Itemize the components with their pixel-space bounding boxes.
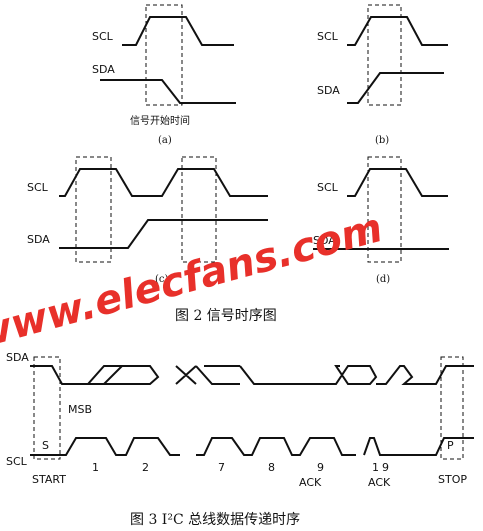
panel-d-sda-label: SDA [313,234,336,247]
panel-d: SCL SDA (d) [313,156,449,285]
watermark: www.elecfans.com [0,205,387,358]
bus-timing: SDA SCL MSB S START P STOP 1 2 7 8 9 1 9… [6,351,474,489]
panel-c-dashed-window-1 [75,156,112,263]
panel-d-scl-label: SCL [317,181,339,194]
bus-start-symbol: S [42,439,49,452]
panel-c: SCL SDA (c) [27,156,268,285]
panel-b-sda-wave [347,72,444,104]
figure2-caption: 图 2 信号时序图 [175,308,277,324]
panel-a-note: 信号开始时间 [130,114,190,127]
panel-d-tag: (d) [376,274,390,285]
bus-pulse-1: 1 [92,461,99,474]
panel-d-scl-wave [347,168,448,197]
panel-a-sda-label: SDA [92,63,115,76]
panel-a-scl-label: SCL [92,30,114,43]
panel-b-scl-wave [347,16,448,46]
panel-c-scl-label: SCL [27,181,49,194]
panel-a: SCL SDA 信号开始时间 (a) [92,4,236,146]
panel-a-sda-wave [100,79,236,104]
panel-c-dashed-window-2 [181,156,217,263]
panel-c-sda-wave [59,219,268,249]
bus-pulse-8: 8 [268,461,275,474]
bus-stop-window [440,356,464,460]
bus-pulse-9: 9 [317,461,324,474]
panel-c-scl-wave [59,168,268,197]
panel-c-sda-label: SDA [27,233,50,246]
bus-sda-wave [30,365,474,385]
bus-msb-label: MSB [68,403,92,416]
panel-d-dashed-window [367,156,402,263]
panel-b: SCL SDA (b) [317,4,448,146]
bus-stop-symbol: P [447,439,454,452]
bus-start-window [33,356,61,460]
panel-b-dashed-window [367,4,402,106]
panel-b-sda-label: SDA [317,84,340,97]
bus-scl-label: SCL [6,455,28,468]
bus-ack-1: ACK [299,476,322,489]
panel-a-scl-wave [122,16,234,46]
panel-c-tag: (c) [155,274,169,285]
bus-sda-label: SDA [6,351,29,364]
bus-start-label: START [32,473,66,486]
figure3-caption: 图 3 I²C 总线数据传递时序 [130,512,300,528]
bus-scl-wave [30,437,474,456]
bus-pulse-2: 2 [142,461,149,474]
panel-b-scl-label: SCL [317,30,339,43]
bus-pulse-7: 7 [218,461,225,474]
panel-b-tag: (b) [375,135,389,146]
bus-stop-label: STOP [438,473,467,486]
panel-a-dashed-window [145,4,183,106]
bus-ack-2: ACK [368,476,391,489]
panel-a-tag: (a) [158,135,172,146]
bus-pulse-1b: 1 [372,461,379,474]
bus-pulse-9b: 9 [382,461,389,474]
